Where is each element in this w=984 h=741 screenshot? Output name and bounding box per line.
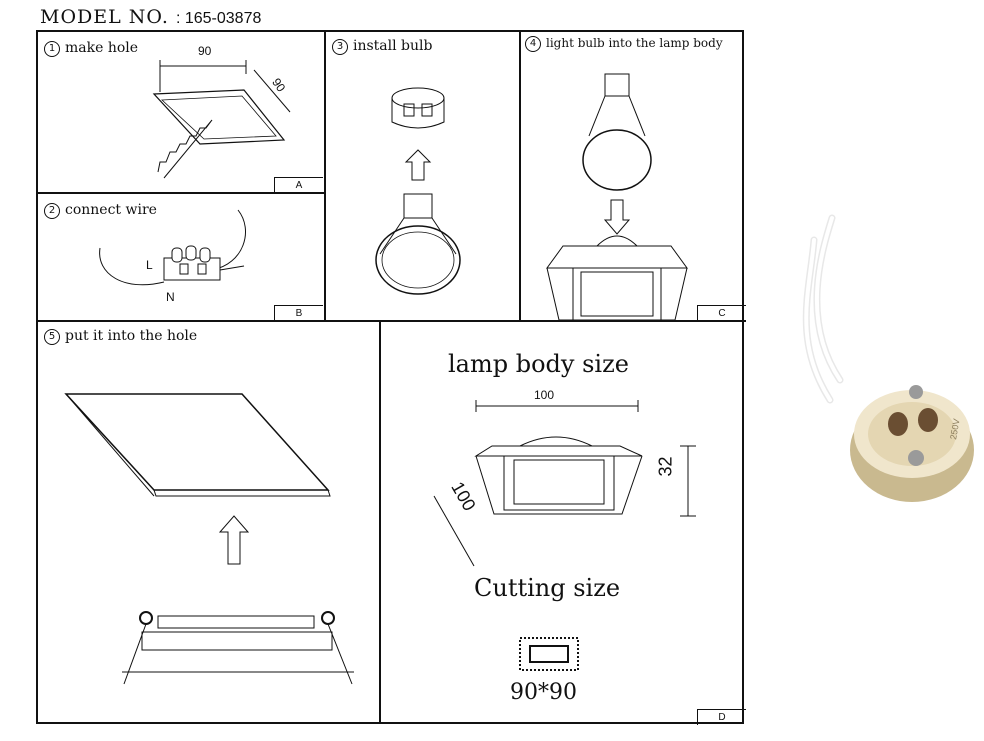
wire-label-neutral: N	[166, 290, 175, 304]
step-label: make hole	[65, 40, 139, 56]
put-into-hole-illustration	[64, 393, 354, 685]
panel-tag-a: A	[274, 177, 323, 193]
bulb-into-body-illustration	[546, 73, 688, 321]
connect-wire-illustration	[99, 209, 246, 286]
step-1-title: 1 make hole	[44, 40, 138, 57]
lamp-body-size-title: lamp body size	[448, 350, 629, 378]
install-bulb-illustration	[375, 87, 461, 295]
step-number: 4	[525, 36, 541, 52]
model-number-heading: MODEL NO. : 165-03878	[40, 6, 261, 28]
socket-rating-text: 250V	[948, 418, 962, 440]
cutting-size-title: Cutting size	[474, 574, 621, 602]
step-label: install bulb	[353, 38, 433, 54]
panel-tag-d: D	[697, 709, 746, 725]
step-5-title: 5 put it into the hole	[44, 328, 197, 345]
model-number: : 165-03878	[175, 10, 262, 27]
model-label: MODEL NO.	[40, 6, 169, 28]
step-3-title: 3 install bulb	[332, 38, 432, 55]
panel-tag-b: B	[274, 305, 323, 321]
step-number: 1	[44, 41, 60, 57]
lamp-width-dim: 100	[534, 388, 555, 402]
panel-tag-c: C	[697, 305, 746, 321]
divider	[38, 320, 746, 322]
cutting-size-value: 90*90	[510, 680, 577, 705]
step-number: 5	[44, 329, 60, 345]
step-number: 2	[44, 203, 60, 219]
divider	[379, 320, 381, 722]
cutting-hole-icon	[519, 637, 579, 671]
divider	[519, 32, 521, 322]
step-number: 3	[332, 39, 348, 55]
step-label: put it into the hole	[65, 328, 198, 344]
lamp-body-dimension-drawing	[433, 400, 696, 567]
divider	[324, 32, 326, 322]
step-label: light bulb into the lamp body	[546, 36, 723, 50]
wire-label-live: L	[146, 258, 153, 272]
hole-width-dim: 90	[198, 44, 212, 58]
divider	[38, 192, 326, 194]
step-4-title: 4 light bulb into the lamp body	[525, 36, 723, 52]
make-hole-illustration	[152, 60, 291, 179]
gu10-socket-photo: 250V	[802, 214, 974, 502]
step-2-title: 2 connect wire	[44, 202, 157, 219]
step-label: connect wire	[65, 202, 157, 218]
